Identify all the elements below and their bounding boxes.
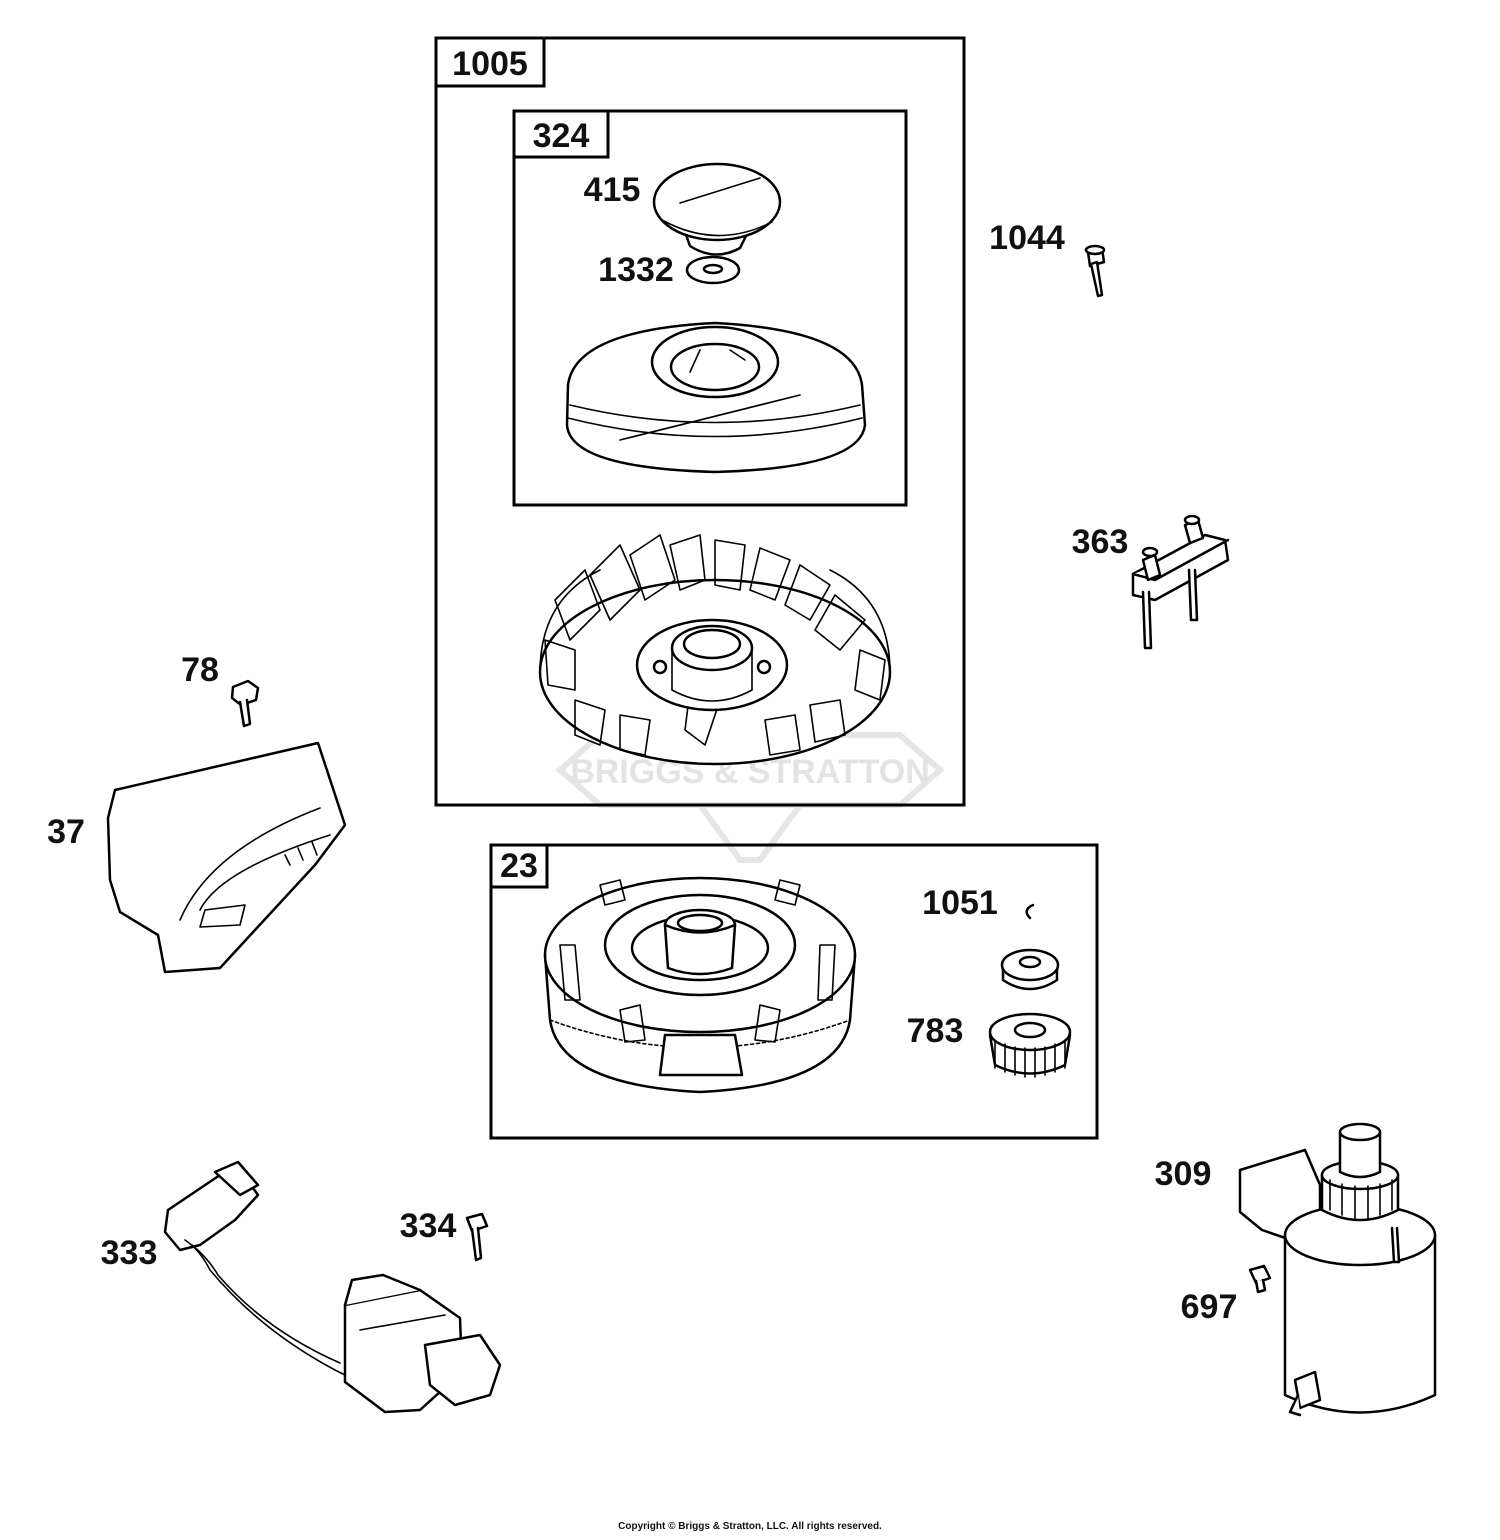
callout-334: 334 (400, 1207, 457, 1245)
box-23: 23 (489, 843, 1099, 1140)
box-324: 324 (512, 109, 908, 507)
part-23-flywheel (543, 876, 857, 1094)
part-1051-clip (1025, 903, 1035, 920)
part-1005-fan (538, 534, 892, 766)
part-333-ignition-coil (163, 1160, 502, 1414)
part-334-screw (465, 1212, 489, 1262)
part-78-bolt (230, 679, 260, 728)
callout-333: 333 (101, 1234, 158, 1272)
callout-1332: 1332 (598, 251, 674, 289)
callout-78: 78 (181, 651, 219, 689)
part-1051-washer (1000, 948, 1060, 991)
part-415-cap (652, 162, 782, 256)
part-324-screen (565, 321, 867, 474)
callout-1044: 1044 (989, 219, 1065, 257)
copyright-notice: Copyright © Briggs & Stratton, LLC. All … (618, 1521, 882, 1532)
part-309-starter (1238, 1122, 1437, 1417)
callout-363: 363 (1072, 523, 1129, 561)
callout-37: 37 (47, 813, 85, 851)
part-697-screw (1248, 1264, 1272, 1294)
part-363-bracket (1131, 514, 1230, 650)
box-1005: 1005 (434, 36, 966, 807)
callout-1051: 1051 (922, 884, 998, 922)
callout-783: 783 (907, 1012, 964, 1050)
callout-415: 415 (584, 171, 641, 209)
box-label-1005: 1005 (452, 45, 528, 83)
callout-309: 309 (1155, 1155, 1212, 1193)
box-label-23: 23 (500, 847, 538, 885)
part-783-gear (988, 1012, 1072, 1078)
part-1044-bolt (1084, 244, 1106, 298)
part-1332-washer (685, 255, 741, 285)
callout-697: 697 (1181, 1288, 1238, 1326)
part-37-shroud (106, 741, 347, 974)
box-label-324: 324 (533, 117, 590, 155)
